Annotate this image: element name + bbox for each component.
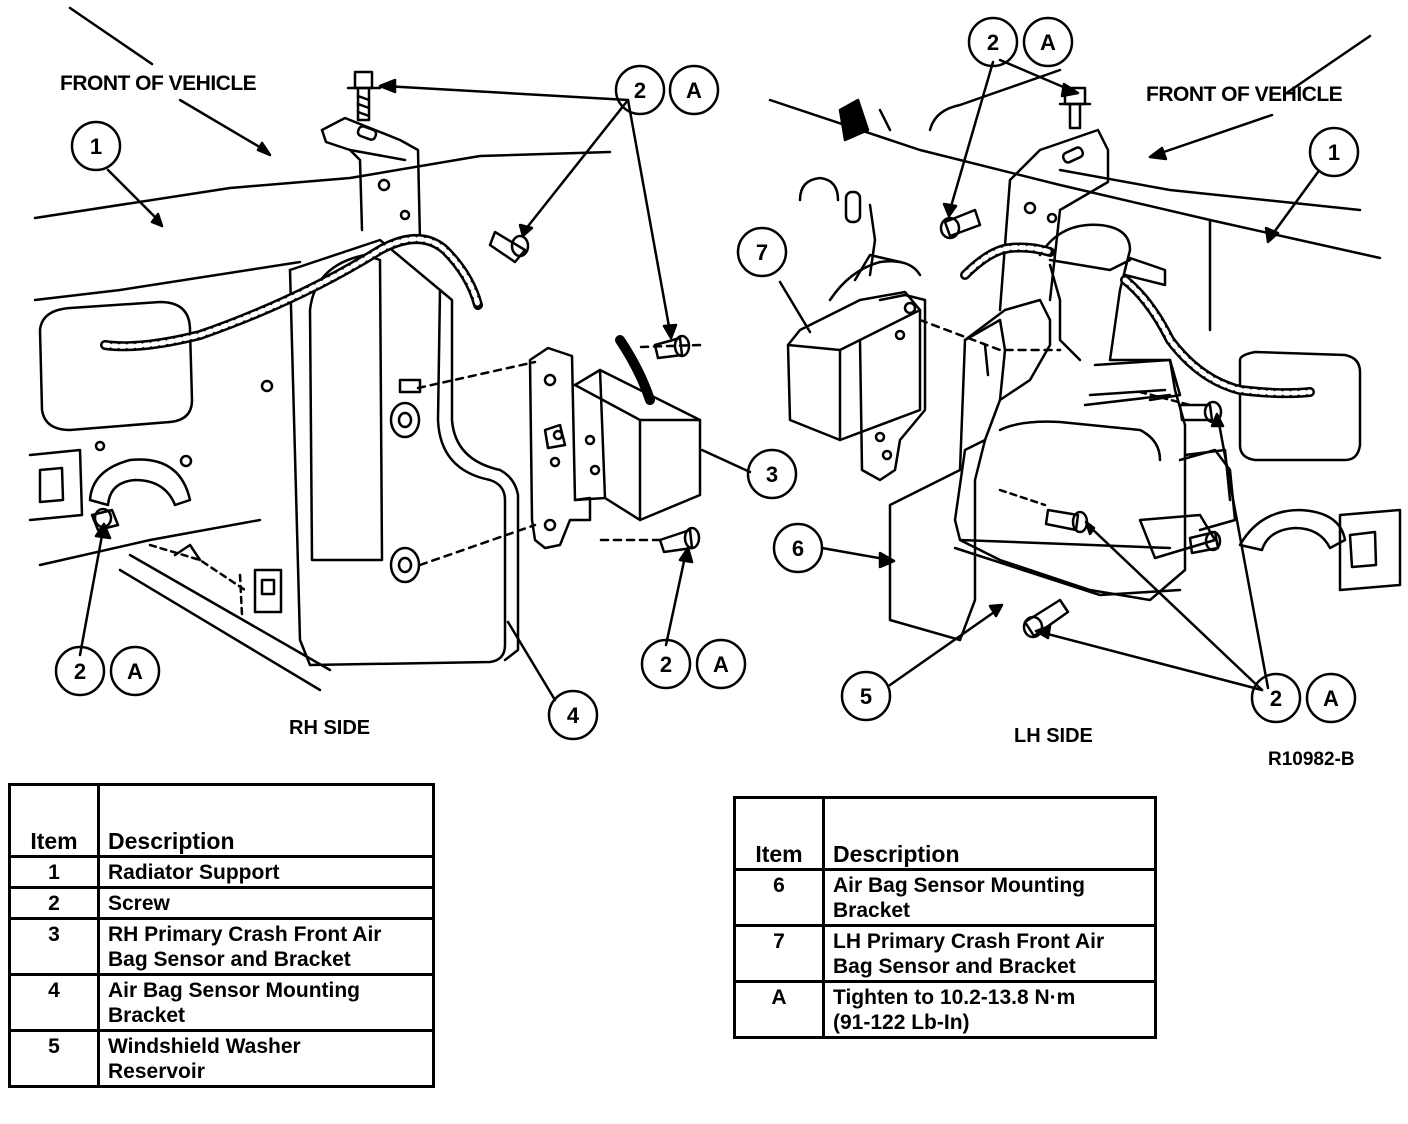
item-cell: 5 [8,1029,100,1088]
column-header-item: Item [8,783,100,858]
table-row: A Tighten to 10.2-13.8 N·m(91-122 Lb-In) [733,980,1157,1039]
callout-1: 1 [1328,140,1340,165]
callout-a: A [713,652,729,677]
callout-2: 2 [987,30,999,55]
screw-icon [1044,508,1089,534]
description-cell: Radiator Support [97,855,435,889]
screw-icon [346,70,382,122]
description-cell: Screw [97,886,435,920]
screw-icon [653,334,691,360]
rh-side-drawing [28,6,752,702]
item-cell: A [733,980,825,1039]
table-row: 2 Screw [8,886,435,920]
screw-icon [1188,530,1222,555]
callout-circles [54,16,1360,741]
screw-icon [658,526,701,554]
screw-icon [1058,86,1092,130]
callout-2: 2 [660,652,672,677]
item-cell: 4 [8,973,100,1032]
table-header-row: Item Description [733,796,1157,871]
legend-table-right: Item Description 6 Air Bag Sensor Mounti… [733,796,1157,1039]
figure-code: R10982-B [1268,749,1355,770]
screw-icon [488,230,530,264]
callout-a: A [1040,30,1056,55]
table-header-row: Item Description [8,783,435,858]
screw-icon [1022,598,1070,639]
lh-side-drawing [768,34,1402,692]
item-cell: 1 [8,855,100,889]
table-row: 1 Radiator Support [8,855,435,889]
callout-2: 2 [634,78,646,103]
screw-icon [939,208,982,240]
column-header-description: Description [97,783,435,858]
item-cell: 3 [8,917,100,976]
callout-4: 4 [567,703,580,728]
item-cell: 7 [733,924,825,983]
front-of-vehicle-label: FRONT OF VEHICLE [1146,83,1343,106]
callout-7: 7 [756,240,768,265]
rh-side-label: RH SIDE [289,717,370,739]
column-header-description: Description [822,796,1157,871]
callout-3: 3 [766,462,778,487]
column-header-item: Item [733,796,825,871]
callout-2: 2 [1270,686,1282,711]
callout-1: 1 [90,134,102,159]
description-cell: Tighten to 10.2-13.8 N·m(91-122 Lb-In) [822,980,1157,1039]
legend-table-left: Item Description 1 Radiator Support 2 Sc… [8,783,435,1088]
callout-a: A [686,78,702,103]
callout-a: A [127,659,143,684]
callout-6: 6 [792,536,804,561]
callout-a: A [1323,686,1339,711]
callout-2: 2 [74,659,86,684]
parts-diagram: 1 2 A 3 4 2 A 2 A 2 A 1 7 6 5 2 A FRONT … [28,6,1402,770]
callout-5: 5 [860,684,872,709]
lh-side-label: LH SIDE [1014,725,1093,747]
item-cell: 2 [8,886,100,920]
item-cell: 6 [733,868,825,927]
front-of-vehicle-label: FRONT OF VEHICLE [60,72,257,95]
